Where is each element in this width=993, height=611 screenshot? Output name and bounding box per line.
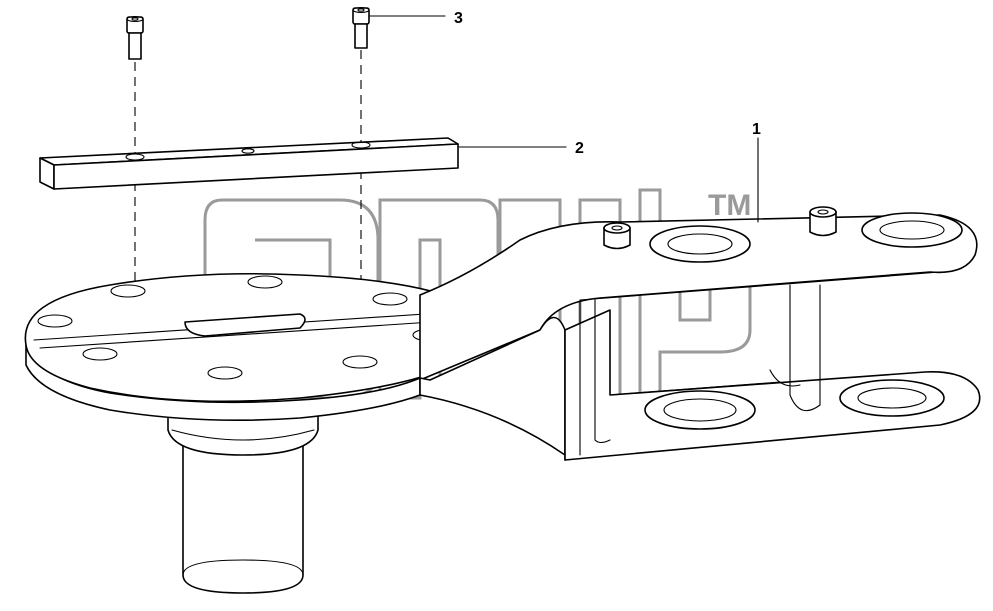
callout-3: 3 <box>369 10 463 27</box>
yoke-bracket <box>24 206 981 594</box>
callout-1: 1 <box>752 121 761 223</box>
callout-3-label: 3 <box>454 10 463 27</box>
grease-fitting-right <box>809 206 837 237</box>
cap-screw-right <box>352 6 370 49</box>
cap-screw-left <box>126 15 144 60</box>
callout-2-label: 2 <box>575 140 584 157</box>
grease-fitting-left <box>603 222 631 250</box>
retaining-bar <box>39 137 459 190</box>
callout-1-label: 1 <box>752 121 761 138</box>
callout-2: 2 <box>457 140 584 157</box>
watermark-tm: TM <box>708 189 751 222</box>
